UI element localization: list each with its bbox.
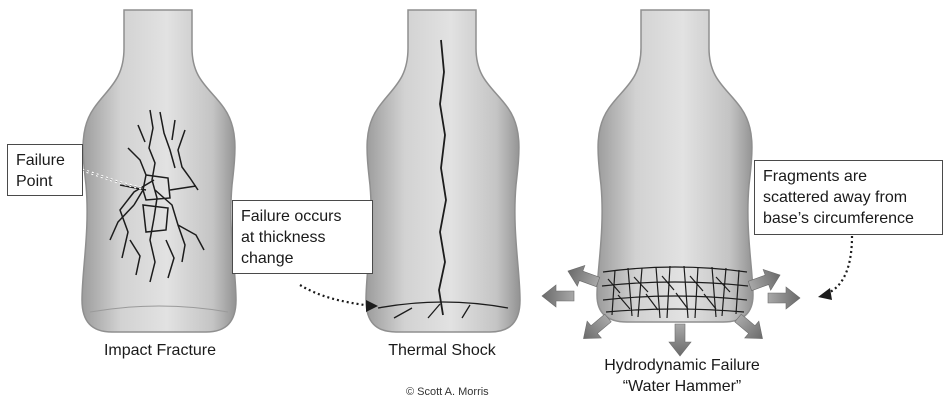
callout-thickness-line-2: at thickness [241, 227, 364, 248]
caption-hydrodynamic-line-2: “Water Hammer” [562, 376, 802, 397]
caption-impact-fracture: Impact Fracture [60, 342, 260, 360]
callout-thickness-line-1: Failure occurs [241, 206, 364, 227]
callout-fragments-line-1: Fragments are [763, 166, 934, 187]
callout-thickness-change: Failure occurs at thickness change [232, 200, 373, 274]
bottle-hydrodynamic-glass [597, 10, 753, 322]
callout-fragments-line-3: base’s circumference [763, 208, 934, 229]
arrow-down [669, 324, 691, 356]
callout-failure-point-line-2: Point [16, 171, 74, 192]
bottle-impact [82, 10, 236, 332]
arrow-left-upper [564, 261, 602, 293]
callout-thickness-line-3: change [241, 248, 364, 269]
arrow-left [542, 285, 574, 307]
caption-thermal-shock: Thermal Shock [342, 342, 542, 360]
arrow-right [768, 287, 800, 309]
leader-thickness-change [300, 285, 372, 306]
leader-fragments [826, 236, 852, 294]
callout-fragments: Fragments are scattered away from base’s… [754, 160, 943, 235]
leader-fragments-arrowhead [818, 288, 832, 300]
callout-failure-point: Failure Point [7, 144, 83, 196]
callout-failure-point-line-1: Failure [16, 150, 74, 171]
bottle-thermal [366, 10, 520, 332]
caption-hydrodynamic-line-1: Hydrodynamic Failure [562, 355, 802, 376]
copyright-notice: © Scott A. Morris [406, 386, 489, 398]
bottle-impact-glass [82, 10, 236, 332]
caption-hydrodynamic-failure: Hydrodynamic Failure “Water Hammer” [562, 355, 802, 397]
callout-fragments-line-2: scattered away from [763, 187, 934, 208]
